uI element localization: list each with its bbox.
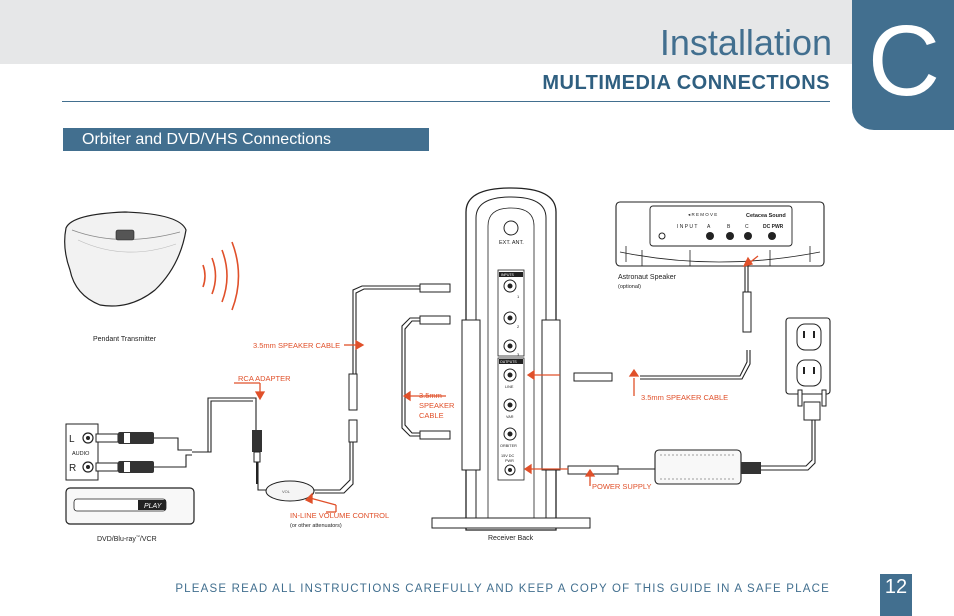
header-rule bbox=[62, 101, 830, 102]
inline-volume-label: IN-LINE VOLUME CONTROL bbox=[290, 511, 389, 520]
input-1-label: 1 bbox=[517, 294, 520, 299]
input-b-label: B bbox=[727, 224, 731, 230]
dc-pwr-line1: 15V DC bbox=[501, 454, 515, 458]
power-supply bbox=[654, 449, 761, 485]
dvd-player: PLAY bbox=[65, 487, 195, 525]
remove-label: ◂ R E M O V E bbox=[688, 212, 717, 217]
page-title: Installation bbox=[659, 22, 832, 63]
line-label: LINE bbox=[505, 385, 514, 389]
header-band bbox=[0, 0, 954, 64]
var-label: VAR bbox=[506, 415, 514, 419]
input-c-label: C bbox=[745, 224, 749, 230]
ext-ant-label: EXT. ANT. bbox=[499, 240, 524, 246]
receiver: EXT. ANT. INPUTS 1 2 3 OUTPUTS LINE VAR … bbox=[431, 187, 591, 531]
audio-right-label: R bbox=[69, 463, 76, 474]
rca-adapter bbox=[252, 430, 262, 484]
speaker-cable-label-2b: SPEAKER bbox=[419, 401, 455, 410]
astronaut-speaker-label: Astronaut Speaker bbox=[618, 274, 677, 281]
audio-jack-panel: L R AUDIO bbox=[65, 423, 99, 481]
callout-arrows bbox=[234, 255, 759, 513]
speaker-cable-label-1: 3.5mm SPEAKER CABLE bbox=[253, 341, 340, 350]
power-supply-label: POWER SUPPLY bbox=[592, 482, 651, 491]
astronaut-dc-pwr-label: DC PWR bbox=[763, 224, 784, 230]
pendant-transmitter bbox=[64, 211, 187, 307]
wireless-signal-icon bbox=[202, 241, 240, 311]
inline-volume-note: (or other attenuators) bbox=[290, 523, 342, 529]
input-a-label: A bbox=[707, 224, 711, 230]
dc-pwr-line2: PWR bbox=[505, 459, 514, 463]
chapter-tab bbox=[852, 0, 954, 130]
subsection-title: Orbiter and DVD/VHS Connections bbox=[82, 131, 331, 148]
astronaut-optional-label: (optional) bbox=[618, 284, 641, 290]
footer-notice: PLEASE READ ALL INSTRUCTIONS CAREFULLY A… bbox=[175, 583, 830, 595]
audio-label: AUDIO bbox=[72, 451, 90, 457]
rca-plugs bbox=[95, 432, 154, 473]
speaker-cable-label-2c: CABLE bbox=[419, 411, 444, 420]
outputs-label: OUTPUTS bbox=[500, 360, 517, 364]
inline-volume-control: VOL bbox=[265, 480, 315, 502]
section-title: MULTIMEDIA CONNECTIONS bbox=[542, 72, 830, 94]
rca-adapter-label: RCA ADAPTER bbox=[238, 374, 291, 383]
page-number-box bbox=[880, 574, 912, 616]
brand-label: Cetacea Sound bbox=[746, 213, 786, 219]
speaker-cable-label-3: 3.5mm SPEAKER CABLE bbox=[641, 393, 728, 402]
subsection-bar bbox=[63, 128, 429, 151]
pendant-transmitter-label: Pendant Transmitter bbox=[93, 336, 157, 343]
speaker-cable-label-2a: 3.5mm bbox=[419, 391, 442, 400]
astronaut-input-label: I N P U T bbox=[677, 224, 697, 230]
orbiter-label: ORBITER bbox=[500, 444, 517, 448]
astronaut-speaker: ◂ R E M O V E Cetacea Sound I N P U T A … bbox=[615, 201, 825, 267]
receiver-back-label: Receiver Back bbox=[488, 535, 534, 542]
inputs-label: INPUTS bbox=[501, 273, 515, 277]
play-display: PLAY bbox=[144, 503, 163, 510]
chapter-letter: C bbox=[867, 5, 941, 117]
power-plug bbox=[797, 389, 827, 421]
svg-text:VOL: VOL bbox=[282, 489, 291, 494]
power-outlet bbox=[785, 317, 831, 395]
input-2-label: 2 bbox=[517, 324, 520, 329]
input-3-label: 3 bbox=[517, 352, 520, 357]
audio-left-label: L bbox=[69, 434, 75, 445]
dvd-label: DVD/Blu-ray™/VCR bbox=[97, 534, 157, 543]
page-number: 12 bbox=[884, 576, 908, 598]
